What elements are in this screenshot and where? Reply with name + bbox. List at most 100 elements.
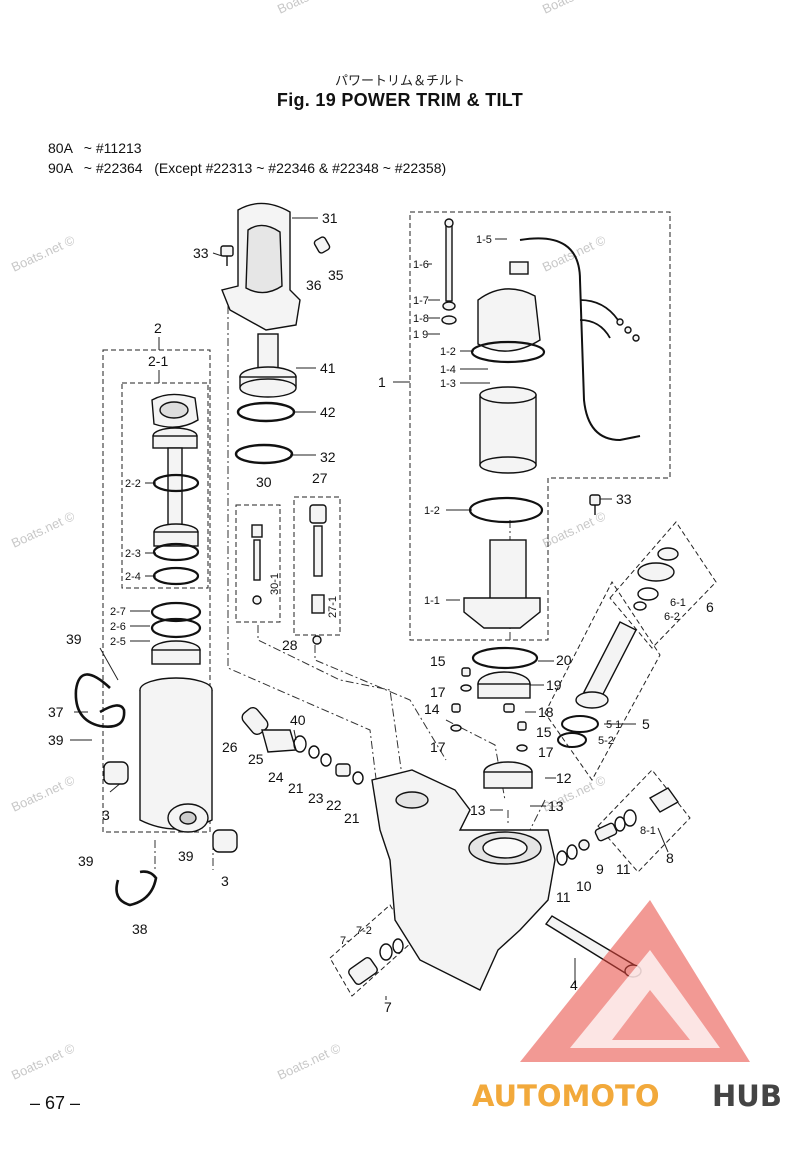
callout-6-1: 6-1	[670, 597, 686, 609]
callout-26: 26	[222, 739, 238, 755]
part-8-plug	[648, 787, 680, 813]
part-25-valve	[261, 729, 297, 753]
callout-9: 9	[596, 861, 604, 877]
callout-7-2: 7-2	[356, 925, 372, 937]
callout-1-9: 1 9	[413, 329, 428, 341]
callout-2-7: 2-7	[110, 606, 126, 618]
callout-2-3: 2-3	[125, 548, 141, 560]
callout-19: 19	[546, 677, 562, 693]
callout-28: 28	[282, 637, 298, 653]
callout-32: 32	[320, 449, 336, 465]
logo-text-automoto: AUTOMOTO	[472, 1079, 659, 1113]
callout-18: 18	[538, 704, 554, 720]
group-box-2-1	[121, 382, 209, 589]
callout-24: 24	[268, 769, 284, 785]
group-box-6	[609, 521, 717, 649]
part-37-hose	[74, 673, 126, 728]
callout-23: 23	[308, 790, 324, 806]
callout-30: 30	[256, 474, 272, 490]
callout-1-8: 1-8	[413, 313, 429, 325]
callout-15: 15	[430, 653, 446, 669]
part-1-motor-cap	[477, 288, 541, 352]
callout-1-3: 1-3	[440, 378, 456, 390]
callout-21: 21	[288, 780, 304, 796]
callout-40: 40	[290, 712, 306, 728]
callout-2-1: 2-1	[148, 353, 168, 369]
callout-33-right: 33	[616, 491, 632, 507]
callout-22: 22	[326, 797, 342, 813]
part-31-cover-inner	[245, 224, 283, 294]
watermark-text: Boats.net ©	[9, 232, 77, 275]
part-22-seat	[335, 763, 351, 777]
callout-7-1: 7-	[340, 935, 350, 947]
callout-1-2-lower: 1-2	[424, 505, 440, 517]
part-1-6-bolt	[445, 224, 453, 302]
callout-8-1: 8-1	[640, 825, 656, 837]
callout-1-2: 1-2	[440, 346, 456, 358]
callout-39-d: 39	[178, 848, 194, 864]
part-3-bushing-a	[103, 761, 129, 785]
callout-11-b: 11	[556, 889, 571, 905]
part-3-bushing-b	[212, 829, 238, 853]
callout-11: 11	[616, 861, 631, 877]
part-5-rod	[583, 621, 637, 701]
part-35-fitting	[313, 236, 331, 254]
part-1-5-clip	[509, 261, 529, 275]
callout-1-5: 1-5	[476, 234, 492, 246]
callout-1-4: 1-4	[440, 364, 456, 376]
part-33-bolt	[220, 245, 234, 257]
callout-13-b: 13	[548, 798, 564, 814]
group-box-27	[293, 496, 341, 636]
part-9-valve	[594, 822, 618, 842]
part-1-motor-housing	[479, 394, 537, 466]
callout-39: 39	[66, 631, 82, 647]
part-1-1-armature	[489, 539, 527, 601]
callout-39-c: 39	[78, 853, 94, 869]
callout-1-6: 1-6	[413, 259, 429, 271]
part-6-cap	[657, 547, 679, 561]
callout-2-4: 2-4	[125, 571, 141, 583]
callout-30-1: 30-1	[269, 573, 281, 595]
callout-12: 12	[556, 770, 572, 786]
callout-2-2: 2-2	[125, 478, 141, 490]
callout-42: 42	[320, 404, 336, 420]
part-main-body	[371, 769, 556, 991]
parts	[74, 202, 680, 991]
part-10-ball	[578, 839, 590, 851]
callout-3: 3	[102, 807, 110, 823]
part-1-wiring	[519, 237, 641, 442]
page-number: – 67 –	[30, 1093, 81, 1113]
callout-5: 5	[642, 716, 650, 732]
callout-4: 4	[570, 977, 578, 993]
callout-15-b: 15	[536, 724, 552, 740]
callout-2-5: 2-5	[110, 636, 126, 648]
callout-33: 33	[193, 245, 209, 261]
callout-38: 38	[132, 921, 148, 937]
watermark-text: Boats.net ©	[275, 0, 343, 17]
callout-6-2: 6-2	[664, 611, 680, 623]
group-box-5	[544, 581, 661, 781]
watermark-text: Boats.net ©	[9, 772, 77, 815]
group-box-1	[409, 211, 671, 641]
callout-14: 14	[424, 701, 440, 717]
part-42-oring	[236, 401, 296, 423]
callout-35: 35	[328, 267, 344, 283]
watermark-text: Boats.net ©	[275, 1040, 343, 1083]
logo-text-hub: HUB	[712, 1079, 782, 1113]
callout-5-1: 5 1	[606, 719, 621, 731]
watermark-text: Boats.net ©	[540, 0, 608, 17]
callout-10: 10	[576, 878, 592, 894]
callout-17-c: 17	[538, 744, 554, 760]
callout-17-b: 17	[430, 739, 446, 755]
part-30-valve	[251, 524, 263, 538]
part-2-1-rod	[167, 447, 183, 529]
callout-6: 6	[706, 599, 714, 615]
callout-20: 20	[556, 652, 572, 668]
part-38-hose	[115, 870, 158, 907]
model-range-line: 80A ~ #11213	[48, 140, 142, 156]
callout-1-7: 1-7	[413, 295, 429, 307]
part-20-oring	[471, 646, 539, 670]
callout-2: 2	[154, 320, 162, 336]
group-box-8	[597, 769, 691, 873]
